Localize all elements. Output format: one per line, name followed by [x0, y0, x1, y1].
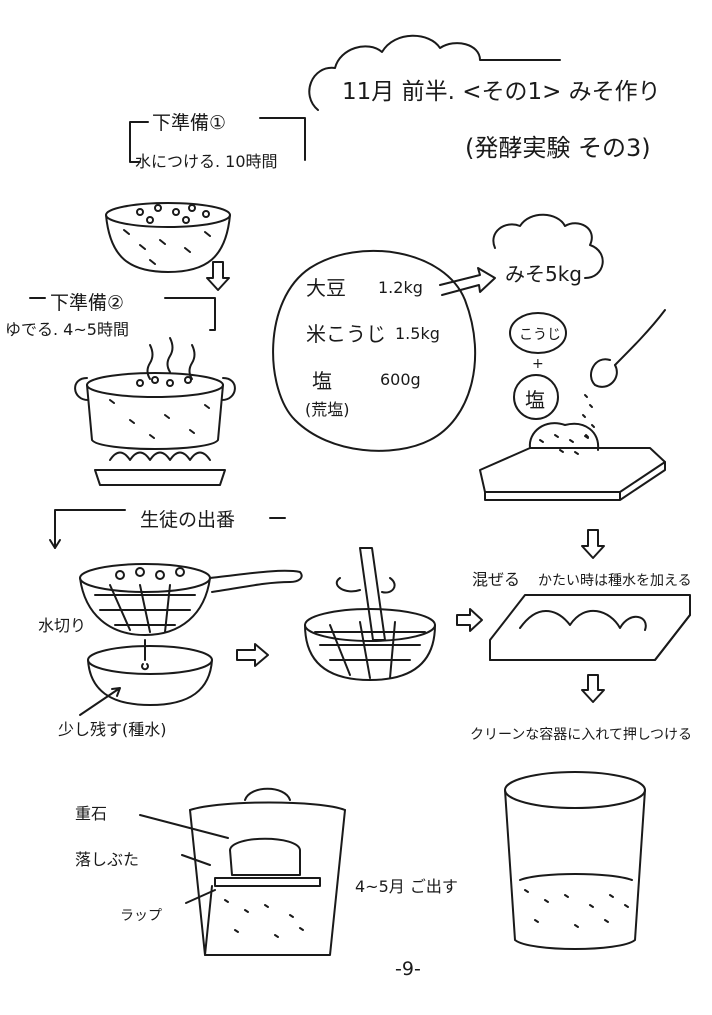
- masher-bowl-drawing: [304, 547, 436, 681]
- salt-label: 塩: [525, 388, 545, 412]
- arrow-down-3: [581, 674, 605, 703]
- weighted-jar-drawing: [139, 787, 346, 956]
- mixing-tray-2-drawing: [489, 594, 691, 661]
- arrow-right-big: [439, 267, 496, 296]
- water-bowl-drawing: [87, 645, 213, 706]
- student-section-label: 生徒の出番: [140, 509, 236, 531]
- wrap-label: ラップ: [120, 908, 162, 924]
- mixing-tray-drawing: [479, 422, 666, 501]
- ingredient-1-amount: 1.2kg: [378, 278, 423, 297]
- ingredient-3-name: 塩: [312, 369, 332, 393]
- ingredient-1-name: 大豆: [306, 276, 346, 300]
- reserve-label: 少し残す(種水): [58, 720, 167, 739]
- prep1-detail: 水につける. 10時間: [135, 152, 278, 171]
- page-title-line1: 11月 前半. <その1> みそ作り: [342, 79, 661, 105]
- spoon-drawing: [582, 309, 666, 438]
- mix-label: 混ぜる: [472, 570, 521, 589]
- koji-oval: [509, 312, 567, 354]
- arrow-reserve: [79, 687, 121, 716]
- student-bracket: [54, 509, 286, 549]
- ingredient-2-name: 米こうじ: [306, 322, 386, 346]
- strainer-drawing: [79, 563, 303, 671]
- arrow-down-small: [49, 539, 61, 549]
- ingredient-circle: [272, 249, 477, 452]
- boiling-pot-drawing: [74, 337, 236, 486]
- arrow-down-2: [581, 529, 605, 559]
- koji-label: こうじ: [519, 327, 561, 343]
- title-cloud: [308, 34, 561, 111]
- yield-label: みそ5kg: [505, 262, 583, 286]
- arrow-right-2: [456, 608, 483, 632]
- plus-label: +: [532, 356, 544, 372]
- arrow-down-1: [206, 261, 230, 291]
- prep2-detail: ゆでる. 4~5時間: [5, 320, 129, 339]
- prep1-bracket: [129, 117, 306, 163]
- ingredient-note: (荒塩): [305, 400, 350, 419]
- weight-label: 重石: [75, 804, 108, 823]
- ingredient-3-amount: 600g: [380, 370, 421, 389]
- ingredient-2-amount: 1.5kg: [395, 324, 440, 343]
- page-title-line2: (発酵実験 その3): [465, 134, 651, 162]
- mix-hint: かたい時は種水を加える: [538, 573, 692, 589]
- soaking-bowl-drawing: [105, 202, 231, 273]
- clear-container-drawing: [504, 771, 646, 950]
- prep2-heading: 下準備②: [50, 292, 125, 314]
- lid-label: 落しぶた: [75, 850, 140, 869]
- drain-label: 水切り: [38, 616, 87, 635]
- salt-circle: [513, 374, 559, 420]
- yield-cloud: [492, 213, 604, 279]
- prep1-heading: 下準備①: [152, 112, 227, 134]
- page-number: -9-: [395, 958, 421, 980]
- prep2-bracket: [29, 297, 216, 331]
- container-label: クリーンな容器に入れて押しつける: [470, 727, 693, 743]
- ready-label: 4~5月 ご出す: [355, 877, 458, 896]
- arrow-right-1: [236, 643, 269, 667]
